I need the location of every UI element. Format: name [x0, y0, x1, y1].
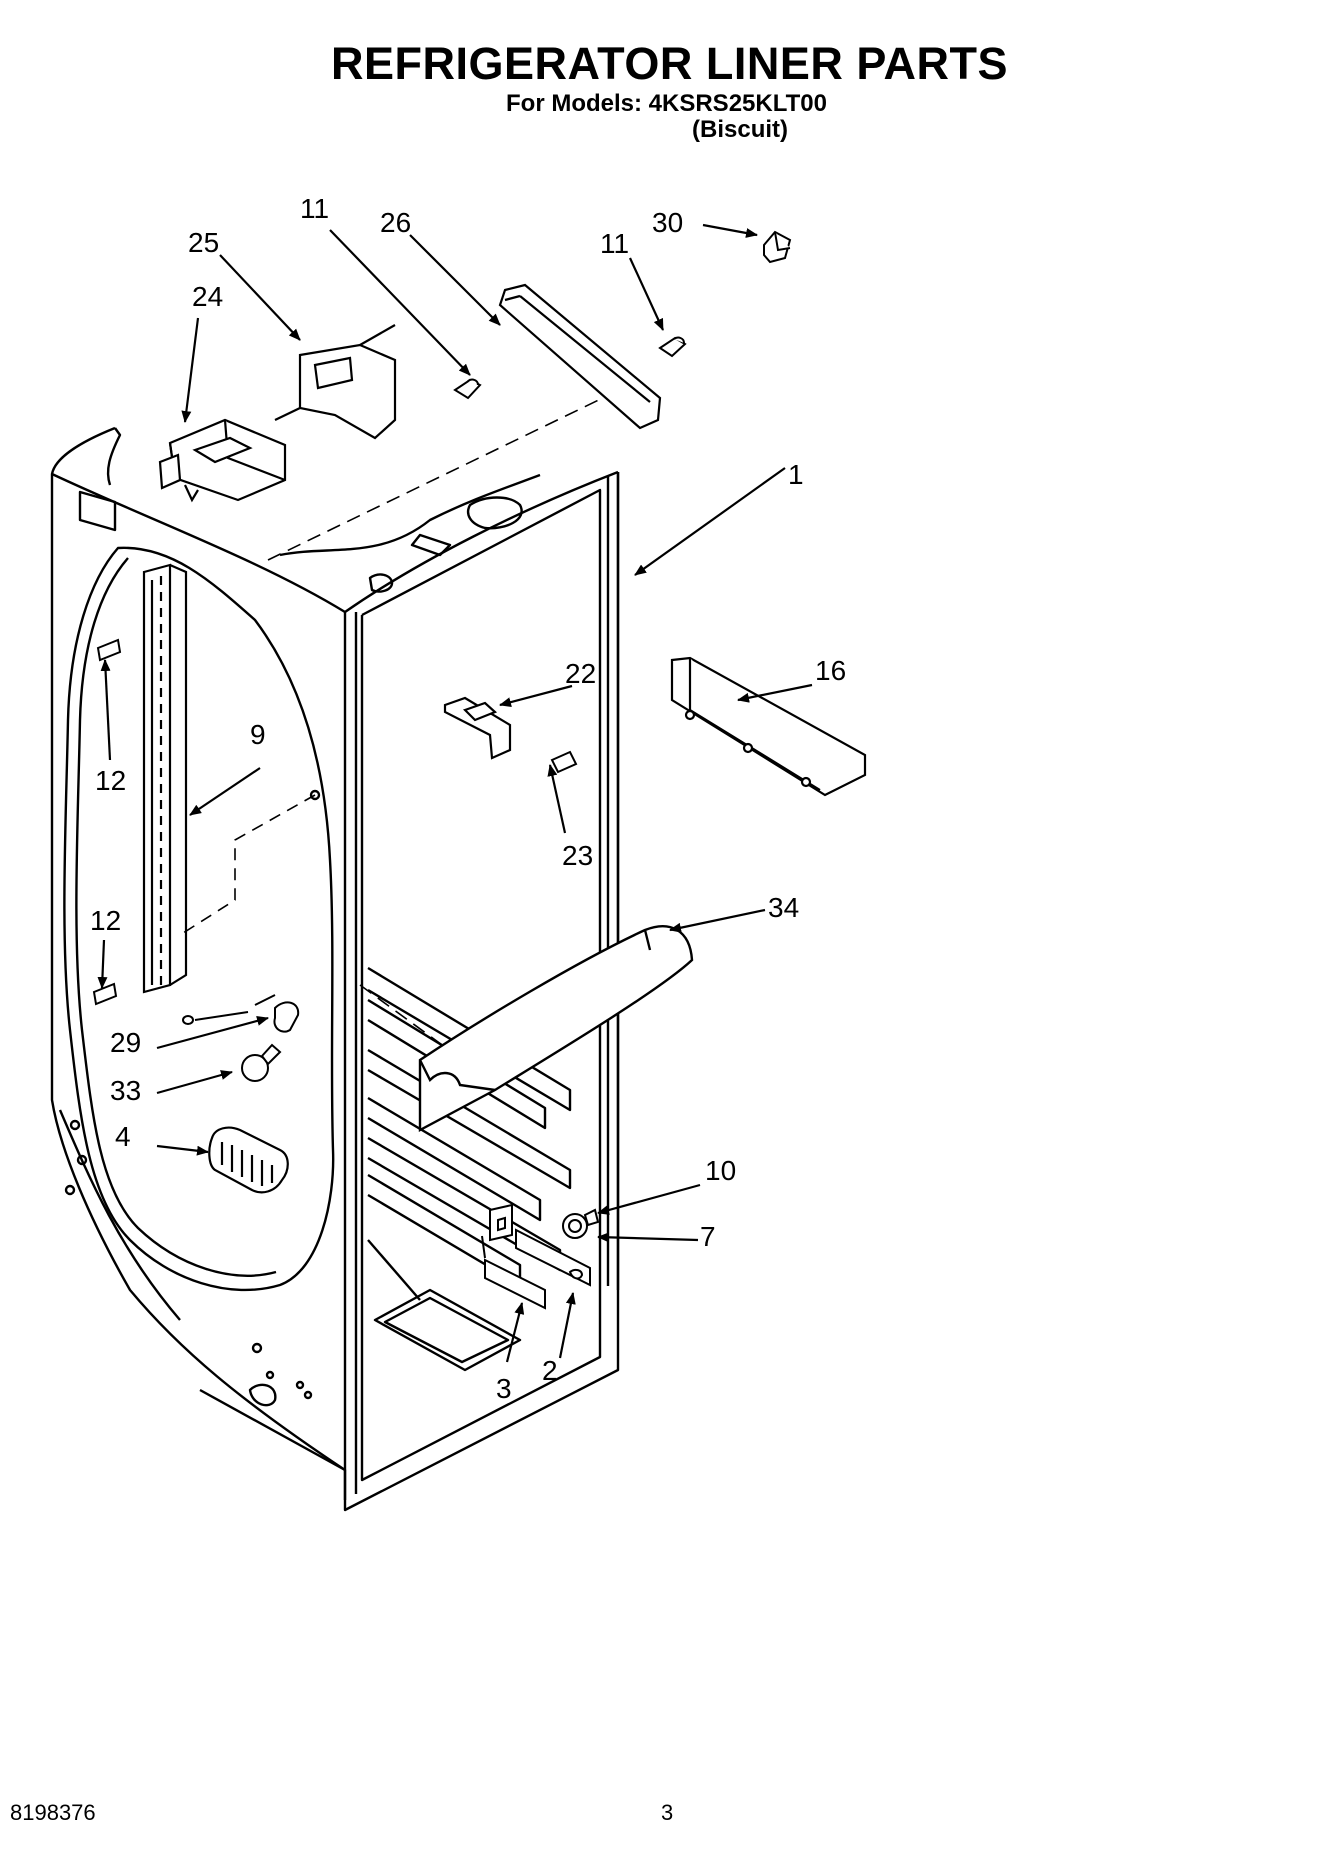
callout-3: 3: [496, 1373, 512, 1404]
part-29-socket: [182, 994, 300, 1033]
part-24-control-housing: [158, 418, 287, 503]
callout-23: 23: [562, 840, 593, 871]
callout-22: 22: [565, 658, 596, 689]
part-11-screws: [453, 336, 687, 400]
part-34-shelf-cover: [418, 925, 694, 1132]
callout-24: 24: [192, 281, 223, 312]
part-4-vent: [208, 1126, 289, 1194]
model-numbers: For Models: 4KSRS25KLT00: [506, 90, 827, 117]
part-7-10-knobs: [562, 1208, 600, 1239]
leader-lines: [97, 223, 813, 1363]
page-number: 3: [661, 1800, 674, 1825]
model-color: (Biscuit): [692, 116, 788, 143]
callout-33: 33: [110, 1075, 141, 1106]
callout-12-top: 12: [95, 765, 126, 796]
callout-25: 25: [188, 227, 219, 258]
part-9-shelf-ladder: [142, 563, 188, 994]
callout-10: 10: [705, 1155, 736, 1186]
callout-29: 29: [110, 1027, 141, 1058]
callout-1: 1: [788, 459, 804, 490]
callout-4: 4: [115, 1121, 131, 1152]
callout-16: 16: [815, 655, 846, 686]
part-22-bracket: [443, 696, 512, 760]
document-number: 8198376: [10, 1800, 96, 1825]
page-title: REFRIGERATOR LINER PARTS: [330, 38, 1009, 89]
callout-2: 2: [542, 1355, 558, 1386]
callout-12-bottom: 12: [90, 905, 121, 936]
part-2-3-control-panels: [481, 1203, 591, 1310]
part-30-clip: [763, 230, 792, 264]
callout-34: 34: [768, 892, 799, 923]
callout-9: 9: [250, 719, 266, 750]
part-16-trim: [670, 656, 867, 797]
part-33-bulb: [241, 1043, 282, 1082]
callout-7: 7: [700, 1221, 716, 1252]
refrigerator-liner: [50, 379, 641, 1512]
part-26-top-rail: [498, 283, 662, 430]
callout-11-left: 11: [300, 193, 329, 224]
callout-26: 26: [380, 207, 411, 238]
callout-labels: 1 11 26 11 30 25 24 9 12 12 16 22 23 34 …: [90, 193, 846, 1404]
callout-11-right: 11: [600, 228, 629, 259]
callout-30: 30: [652, 207, 683, 238]
part-23-screw: [550, 750, 578, 774]
part-25-control-cover: [274, 324, 397, 440]
